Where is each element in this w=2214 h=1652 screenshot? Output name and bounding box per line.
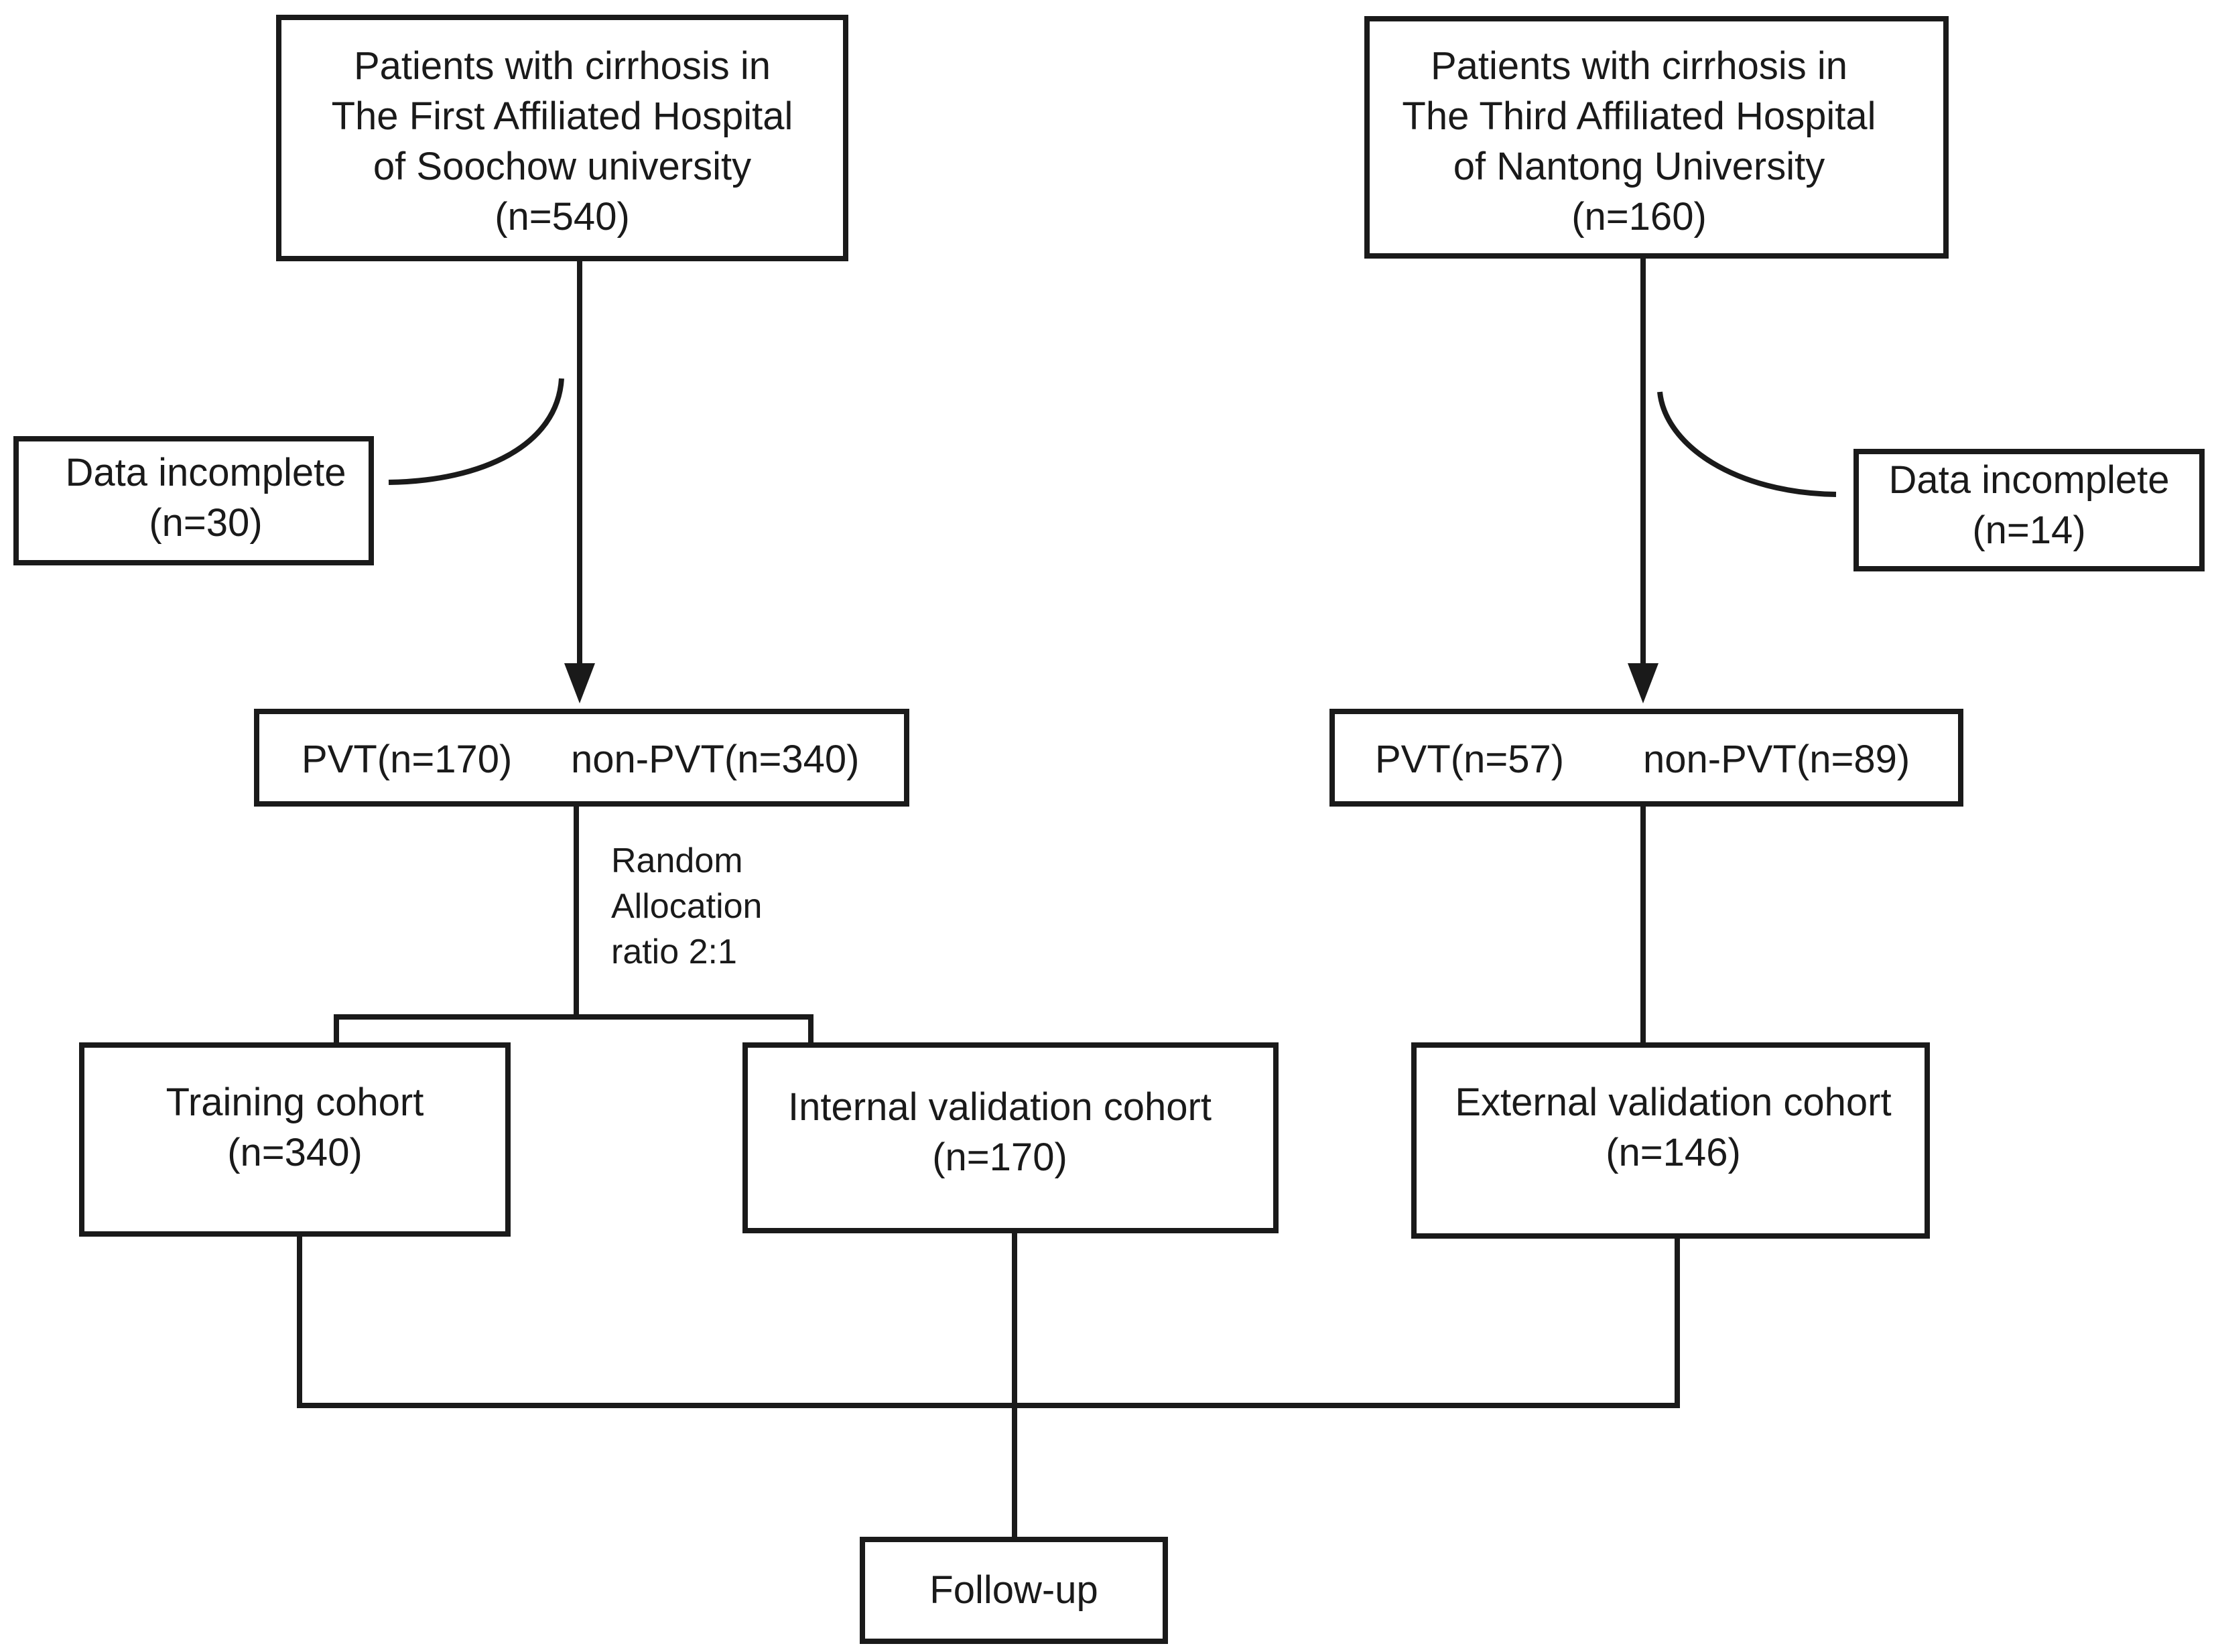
allocation-split xyxy=(334,1014,813,1045)
nantong-pvt-count: PVT(n=57) xyxy=(1375,738,1564,781)
soochow-non-pvt-count: non-PVT(n=340) xyxy=(571,738,859,781)
soochow-groups-box: PVT(n=170) non-PVT(n=340) xyxy=(254,709,909,807)
nantong-source-count: (n=160) xyxy=(1571,195,1707,238)
external-validation-cohort-box: External validation cohort (n=146) xyxy=(1411,1042,1930,1239)
nantong-arrowhead xyxy=(1628,663,1658,703)
internal-validation-label: Internal validation cohort xyxy=(788,1085,1212,1129)
nantong-excluded-reason: Data incomplete xyxy=(1888,458,2169,502)
nantong-source-box: Patients with cirrhosis in The Third Aff… xyxy=(1364,16,1949,259)
external-validation-count: (n=146) xyxy=(1606,1131,1741,1174)
soochow-exclusion-curve xyxy=(388,378,564,485)
allocation-note-line-1: Random xyxy=(611,841,743,880)
soochow-source-line-1: Patients with cirrhosis in xyxy=(354,44,771,88)
training-cohort-count: (n=340) xyxy=(227,1131,363,1174)
allocation-note: Random Allocation ratio 2:1 xyxy=(611,841,762,971)
allocation-note-line-3: ratio 2:1 xyxy=(611,933,737,971)
soochow-pvt-count: PVT(n=170) xyxy=(302,738,512,781)
soochow-source-line-3: of Soochow university xyxy=(373,145,751,188)
soochow-excluded-reason: Data incomplete xyxy=(65,451,346,494)
soochow-arrowhead xyxy=(564,663,595,703)
soochow-source-line-2: The First Affiliated Hospital xyxy=(332,94,793,138)
follow-up-label: Follow-up xyxy=(929,1568,1098,1612)
nantong-exclusion-curve xyxy=(1657,391,1837,497)
training-cohort-box: Training cohort (n=340) xyxy=(79,1042,511,1237)
nantong-excluded-count: (n=14) xyxy=(1972,508,2085,552)
external-validation-label: External validation cohort xyxy=(1455,1081,1891,1124)
training-followup-connector xyxy=(297,1234,1680,1408)
training-cohort-label: Training cohort xyxy=(166,1081,424,1124)
internal-validation-count: (n=170) xyxy=(932,1135,1067,1179)
nantong-groups-box: PVT(n=57) non-PVT(n=89) xyxy=(1329,709,1963,807)
soochow-excluded-box: Data incomplete (n=30) xyxy=(13,436,374,565)
soochow-source-box: Patients with cirrhosis in The First Aff… xyxy=(276,15,848,261)
soochow-excluded-count: (n=30) xyxy=(149,501,262,545)
soochow-source-count: (n=540) xyxy=(495,195,630,238)
nantong-source-line-3: of Nantong University xyxy=(1453,145,1825,188)
connectors xyxy=(297,256,1837,1539)
nantong-source-line-1: Patients with cirrhosis in xyxy=(1431,44,1847,88)
internal-validation-cohort-box: Internal validation cohort (n=170) xyxy=(742,1042,1279,1233)
nantong-excluded-box: Data incomplete (n=14) xyxy=(1853,449,2205,571)
follow-up-box: Follow-up xyxy=(860,1537,1168,1644)
nantong-source-line-2: The Third Affiliated Hospital xyxy=(1402,94,1876,138)
allocation-note-line-2: Allocation xyxy=(611,887,762,926)
nantong-non-pvt-count: non-PVT(n=89) xyxy=(1643,738,1910,781)
